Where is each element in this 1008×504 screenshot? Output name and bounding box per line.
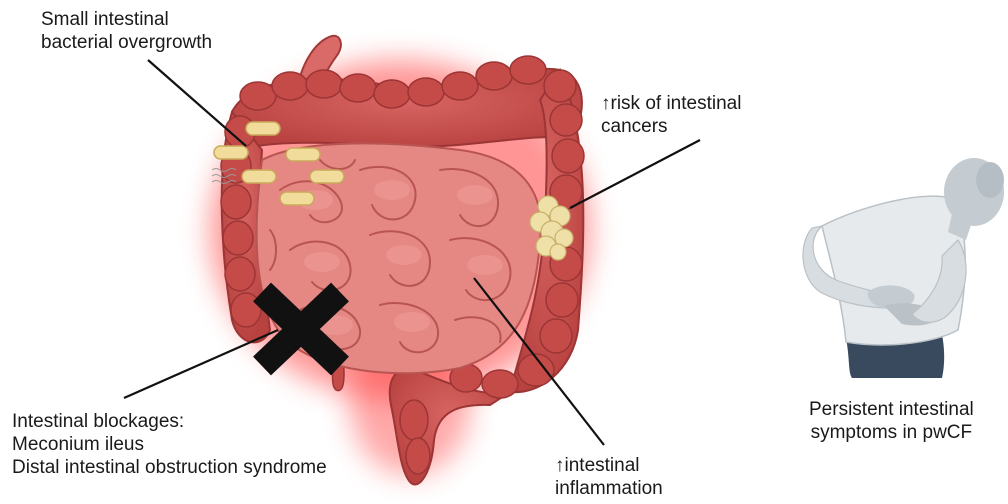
label-person-line1: Persistent intestinal — [809, 398, 974, 421]
label-sibo-line1: Small intestinal — [41, 8, 212, 31]
person-figure — [803, 158, 1004, 378]
label-inflammation-line2: inflammation — [555, 477, 663, 500]
label-person-line2: symptoms in pwCF — [809, 421, 974, 444]
label-blockage-line1: Intestinal blockages: — [12, 410, 327, 433]
label-cancer-line2: cancers — [601, 115, 741, 138]
leader-line-blockage — [124, 330, 278, 398]
bacterium — [286, 148, 320, 161]
label-blockage-line2: Meconium ileus — [12, 433, 327, 456]
leader-line-cancer — [570, 140, 700, 208]
bacterium — [246, 122, 280, 135]
label-inflammation: ↑intestinal inflammation — [555, 454, 663, 500]
leader-line-sibo — [148, 60, 246, 146]
label-blockage: Intestinal blockages: Meconium ileus Dis… — [12, 410, 327, 479]
bacterium — [214, 146, 248, 159]
bacterium — [280, 192, 314, 205]
label-blockage-line3: Distal intestinal obstruction syndrome — [12, 456, 327, 479]
bacterium — [242, 170, 276, 183]
label-cancer-line1: ↑risk of intestinal — [601, 92, 741, 115]
label-sibo-line2: bacterial overgrowth — [41, 31, 212, 54]
label-person: Persistent intestinal symptoms in pwCF — [809, 398, 974, 444]
bacterium — [310, 170, 344, 183]
label-sibo: Small intestinal bacterial overgrowth — [41, 8, 212, 54]
label-cancer: ↑risk of intestinal cancers — [601, 92, 741, 138]
label-inflammation-line1: ↑intestinal — [555, 454, 663, 477]
